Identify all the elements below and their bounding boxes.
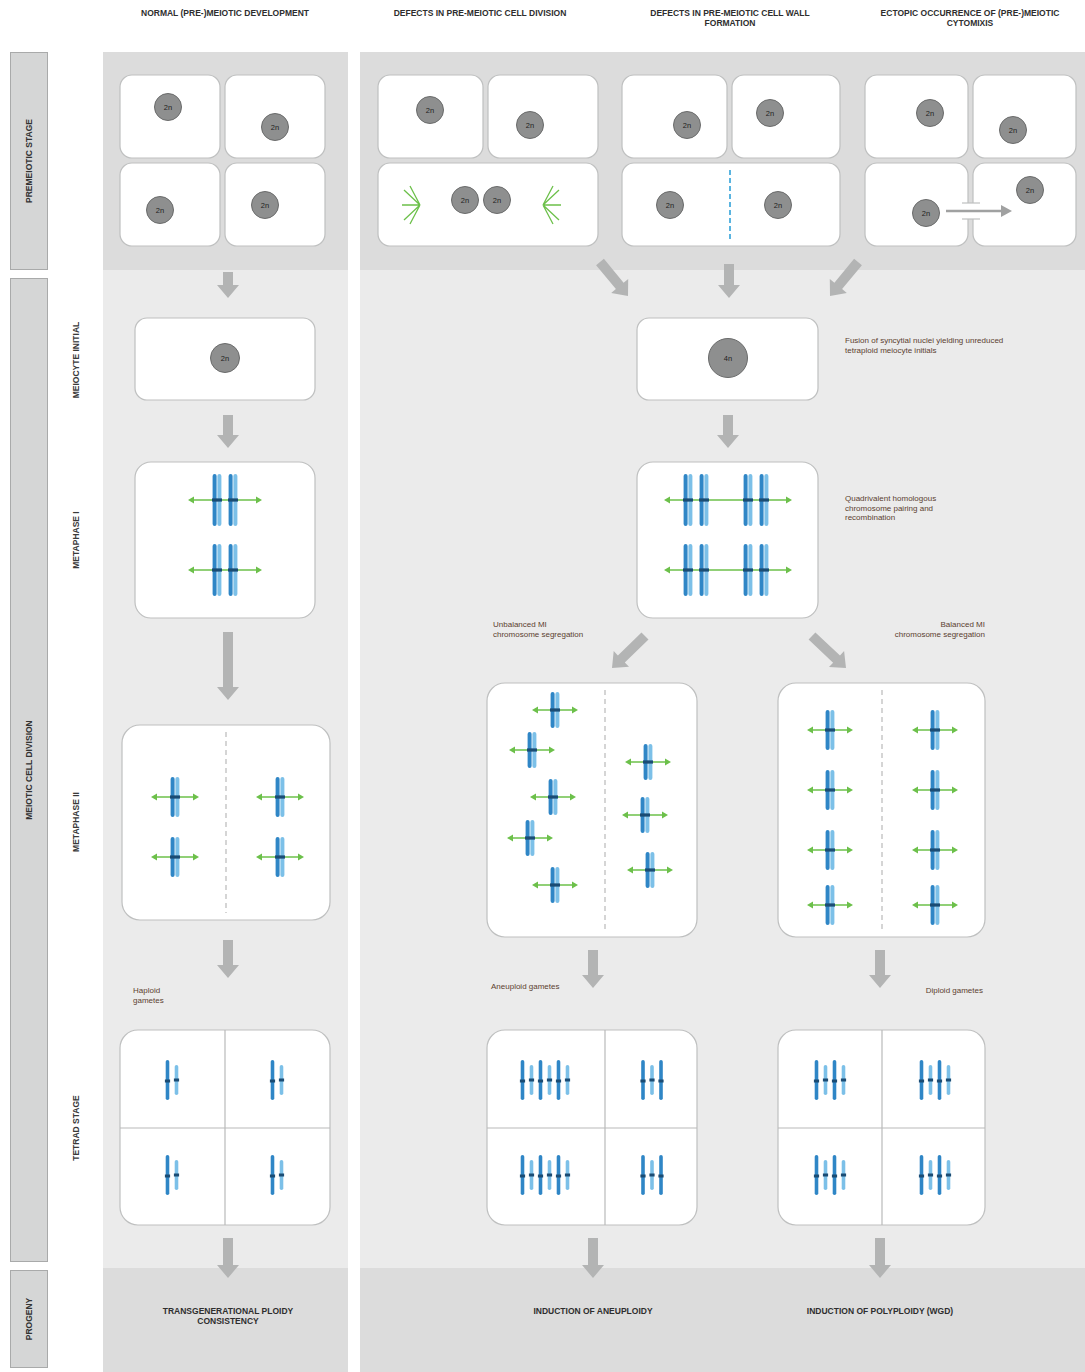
nucleus: 2n (261, 113, 289, 141)
node-text: 2n (271, 123, 279, 132)
annotation: Unbalanced MI chromosome segregation (493, 620, 588, 639)
nucleus: 2n (916, 99, 944, 127)
stage-label: METAPHASE II (71, 792, 81, 852)
nucleus: 2n (999, 116, 1027, 144)
nucleus: 2n (251, 191, 279, 219)
node-text: 4n (724, 354, 732, 363)
node-text: 2n (156, 206, 164, 215)
cell-dividers (120, 690, 985, 1225)
stage-label: TETRAD STAGE (71, 1095, 81, 1160)
nucleus: 2n (756, 99, 784, 127)
node-text: MEIOTIC CELL DIVISION (24, 720, 34, 820)
nucleus: 2n (451, 186, 479, 214)
panels (103, 52, 1085, 1372)
cytomixis-channel (946, 203, 1012, 219)
nucleus: 2n (416, 96, 444, 124)
nucleus: 2n (912, 199, 940, 227)
nucleus: 2n (673, 111, 701, 139)
stage-band: MEIOTIC CELL DIVISION (10, 278, 48, 1262)
node-text: 2n (1026, 186, 1034, 195)
chromosomes (151, 474, 958, 1195)
column-header: NORMAL (PRE-)MEIOTIC DEVELOPMENT (120, 8, 330, 18)
node-text: 2n (1009, 126, 1017, 135)
node-text: 2n (774, 201, 782, 210)
annotation: Diploid gametes (925, 986, 983, 996)
outcome-label: INDUCTION OF POLYPLOIDY (WGD) (790, 1306, 970, 1316)
node-text: PROGENY (24, 1298, 34, 1341)
nucleus: 2n (516, 111, 544, 139)
stage-label: METAPHASE I (71, 511, 81, 568)
node-text: 2n (766, 109, 774, 118)
node-text: 2n (526, 121, 534, 130)
node-text: 2n (221, 354, 229, 363)
nucleus: 2n (210, 343, 240, 373)
column-header: DEFECTS IN PRE-MEIOTIC CELL WALL FORMATI… (625, 8, 835, 28)
flow-arrows (217, 259, 891, 1278)
annotation: Balanced MI chromosome segregation (893, 620, 985, 639)
nucleus: 2n (483, 186, 511, 214)
nucleus: 2n (656, 191, 684, 219)
outcome-label: TRANSGENERATIONAL PLOIDY CONSISTENCY (138, 1306, 318, 1326)
spindle-fans (402, 186, 561, 224)
annotation: Quadrivalent homologous chromosome pairi… (845, 494, 955, 523)
stage-label: MEIOCYTE INITIAL (71, 322, 81, 399)
node-text: PREMEIOTIC STAGE (24, 119, 34, 203)
annotation: Fusion of syncytial nuclei yielding unre… (845, 336, 1005, 355)
nucleus: 2n (764, 191, 792, 219)
node-text: 2n (683, 121, 691, 130)
node-text: 2n (164, 103, 172, 112)
stage-band: PREMEIOTIC STAGE (10, 52, 48, 270)
node-text: 2n (493, 196, 501, 205)
column-header: DEFECTS IN PRE-MEIOTIC CELL DIVISION (375, 8, 585, 18)
node-text: 2n (922, 209, 930, 218)
column-header: ECTOPIC OCCURRENCE OF (PRE-)MEIOTIC CYTO… (870, 8, 1070, 28)
annotation: Aneuploid gametes (491, 982, 561, 992)
node-text: 2n (666, 201, 674, 210)
stage-band: PROGENY (10, 1270, 48, 1368)
node-text: 2n (426, 106, 434, 115)
node-text: 2n (461, 196, 469, 205)
nucleus: 2n (146, 196, 174, 224)
annotation: Haploid gametes (133, 986, 193, 1005)
nucleus: 2n (1016, 176, 1044, 204)
outcome-label: INDUCTION OF ANEUPLOIDY (503, 1306, 683, 1316)
node-text: 2n (926, 109, 934, 118)
node-text: 2n (261, 201, 269, 210)
nucleus: 4n (708, 338, 748, 378)
nucleus: 2n (154, 93, 182, 121)
cells (120, 75, 1076, 1225)
incomplete-cell-wall (729, 170, 731, 240)
